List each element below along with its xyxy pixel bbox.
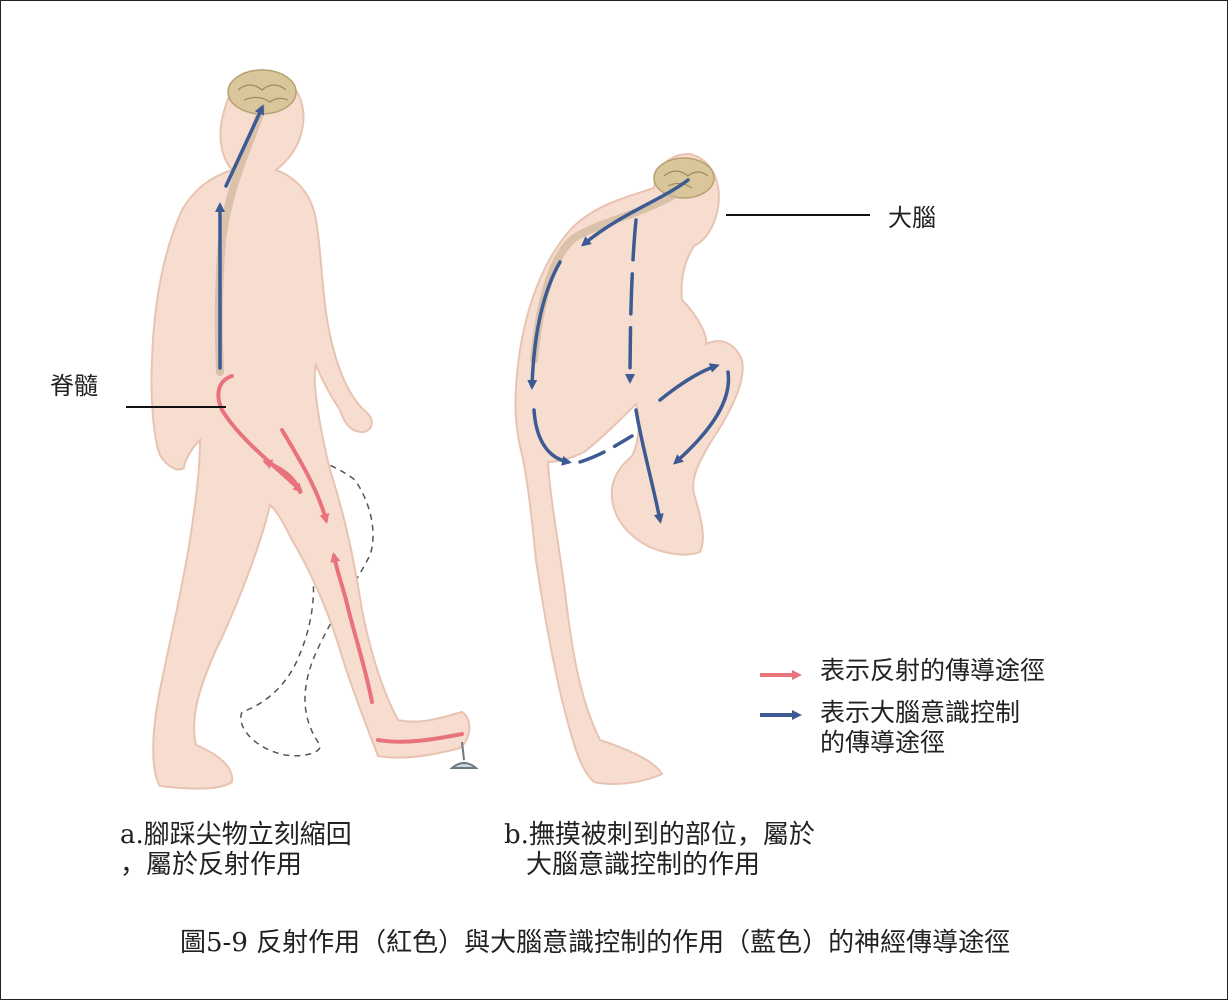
legend-conscious-text-line2: 的傳導途徑	[820, 728, 945, 758]
walking-body	[151, 70, 469, 789]
brain-label: 大腦	[888, 204, 936, 233]
caption-b-line2: 大腦意識控制的作用	[504, 850, 815, 880]
caption-a: a.腳踩尖物立刻縮回 ，屬於反射作用	[120, 820, 352, 880]
caption-b: b.撫摸被刺到的部位，屬於 大腦意識控制的作用	[504, 820, 815, 880]
bending-body	[516, 154, 743, 784]
figure-title: 圖5-9 反射作用（紅色）與大腦意識控制的作用（藍色）的神經傳導途徑	[180, 928, 1010, 959]
spinal-cord-label: 脊髓	[50, 372, 98, 401]
brain-leader-line	[726, 214, 870, 216]
legend-conscious-text-line1: 表示大腦意識控制	[820, 698, 1020, 728]
caption-a-line1: a.腳踩尖物立刻縮回	[120, 820, 352, 850]
legend-conscious: 表示大腦意識控制 的傳導途徑	[820, 698, 1020, 758]
legend-reflex: 表示反射的傳導途徑	[820, 656, 1045, 686]
spinal-cord-leader-line	[126, 406, 226, 408]
bending-brain-shape	[654, 158, 714, 198]
legend-reflex-text: 表示反射的傳導途徑	[820, 656, 1045, 686]
caption-a-line2: ，屬於反射作用	[120, 850, 352, 880]
walking-figure	[151, 70, 476, 789]
caption-b-line1: b.撫摸被刺到的部位，屬於	[504, 820, 815, 850]
bending-figure	[516, 154, 743, 784]
